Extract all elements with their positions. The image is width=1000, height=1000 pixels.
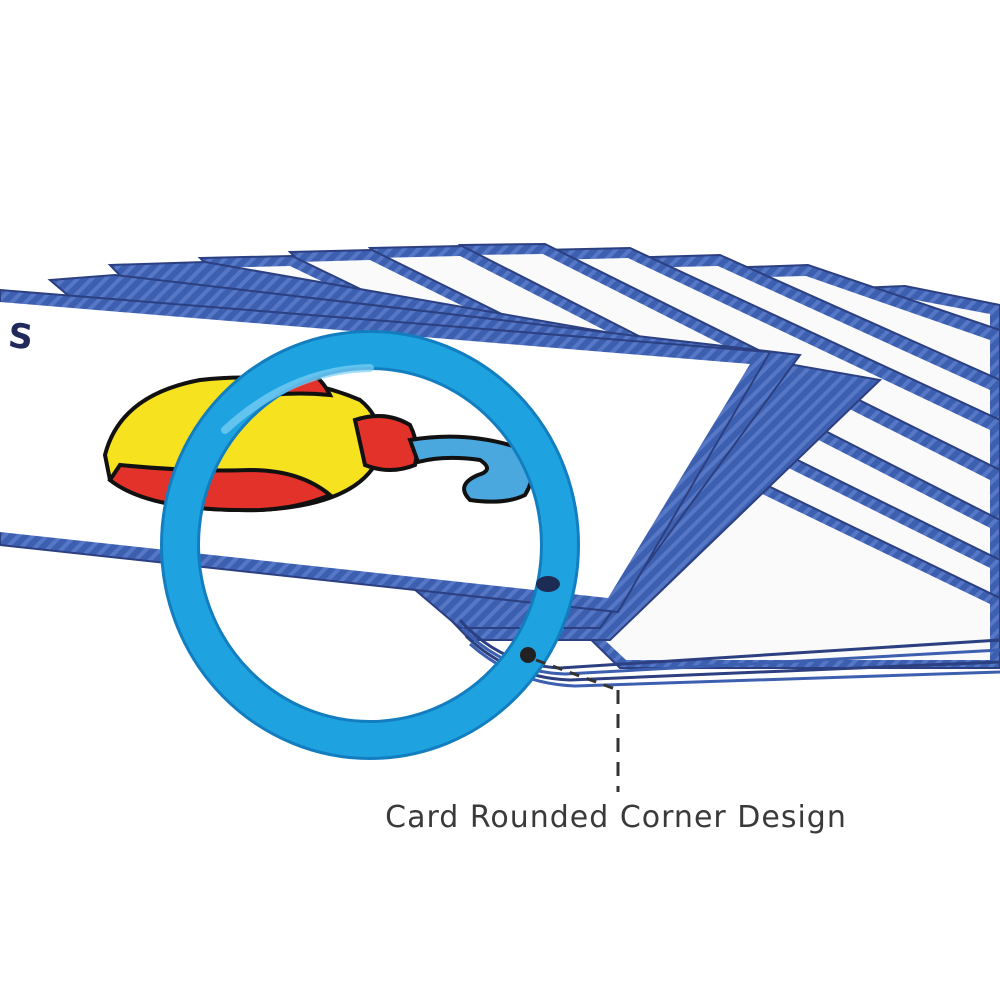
card-stack: S [0, 242, 1000, 688]
callout-line [520, 647, 620, 792]
card-partial-text: S [6, 316, 35, 358]
binder-ring-icon [160, 330, 580, 760]
caption-text: Card Rounded Corner Design [385, 800, 847, 835]
